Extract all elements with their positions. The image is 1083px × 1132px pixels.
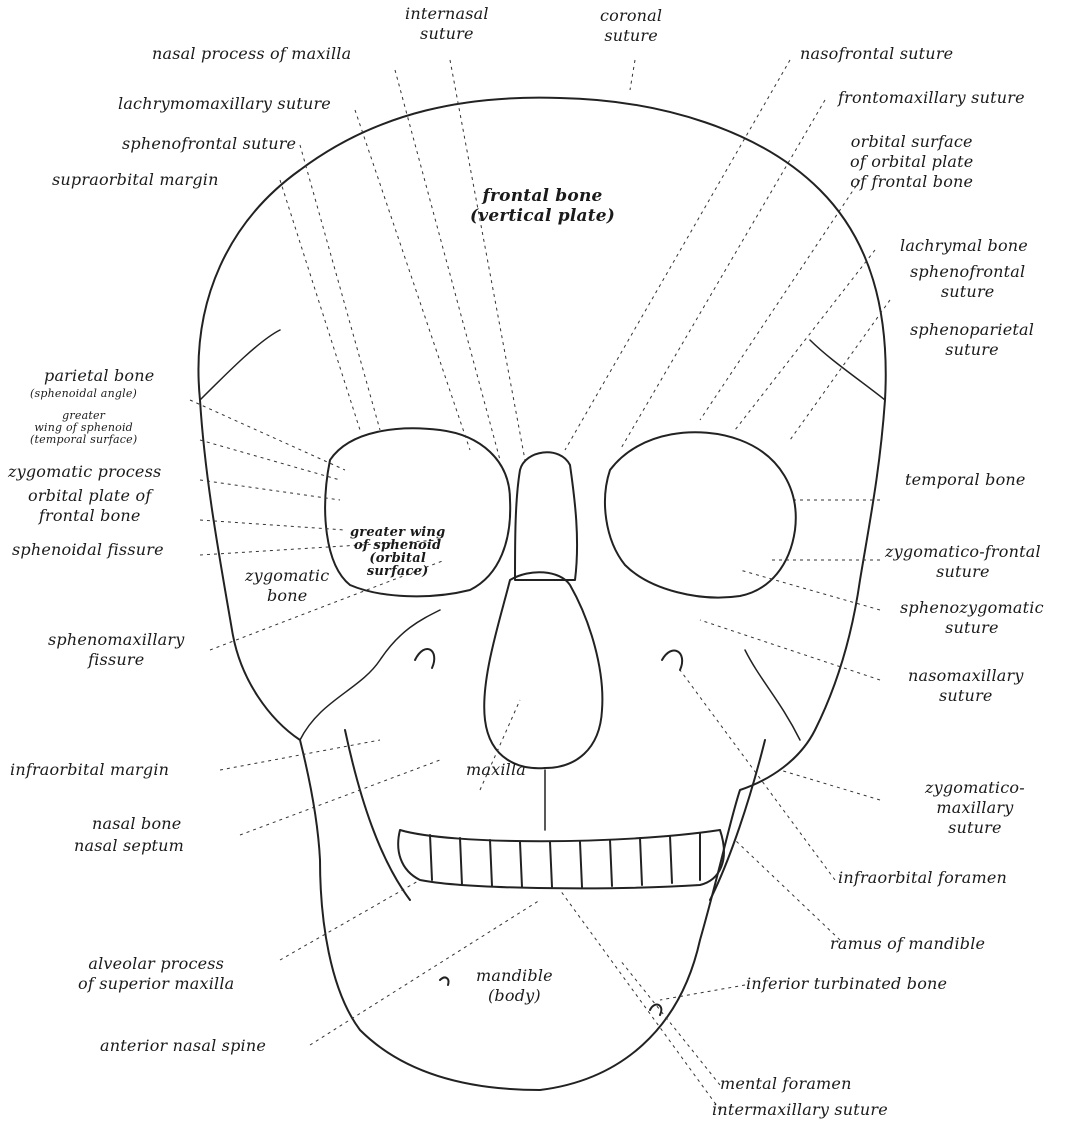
lachrymomaxillary-suture-label: lachrymomaxillary suture <box>118 94 331 114</box>
nasofrontal-suture-label: nasofrontal suture <box>800 44 953 64</box>
nasal-septum-label: nasal septum <box>74 836 184 856</box>
sphenofrontal-suture-left-label: sphenofrontal suture <box>122 134 296 154</box>
maxilla-label: maxilla <box>466 760 526 780</box>
mental-foramen-label: mental foramen <box>720 1074 852 1094</box>
sphenoidal-angle-label: (sphenoidal angle) <box>30 388 137 400</box>
infraorbital-foramen-label: infraorbital foramen <box>838 868 1007 888</box>
right-orbit <box>605 432 796 597</box>
nasal-process-of-maxilla-label: nasal process of maxilla <box>152 44 351 64</box>
nasal-bones <box>515 452 577 580</box>
nasal-bone-label: nasal bone <box>92 814 181 834</box>
inferior-turbinated-bone-label: inferior turbinated bone <box>746 974 947 994</box>
nasal-aperture <box>484 572 602 768</box>
anterior-nasal-spine-label: anterior nasal spine <box>100 1036 266 1056</box>
frontomaxillary-suture-label: frontomaxillary suture <box>838 88 1025 108</box>
zygomatic-process-label: zygomatic process <box>8 462 161 482</box>
mandible-line <box>345 730 765 900</box>
supraorbital-margin-label: supraorbital margin <box>52 170 219 190</box>
frontal-bone-label: frontal bone(vertical plate) <box>470 186 615 226</box>
upper-teeth <box>398 830 724 888</box>
ramus-of-mandible-label: ramus of mandible <box>830 934 985 954</box>
sphenoidal-fissure-label: sphenoidal fissure <box>12 540 164 560</box>
infraorbital-margin-label: infraorbital margin <box>10 760 169 780</box>
mandible-body-label: mandible(body) <box>476 966 553 1006</box>
lachrymal-bone-label: lachrymal bone <box>900 236 1028 256</box>
parietal-bone-label: parietal bone <box>44 366 154 386</box>
temporal-bone-label: temporal bone <box>905 470 1026 490</box>
intermaxillary-suture-label: intermaxillary suture <box>712 1100 888 1120</box>
